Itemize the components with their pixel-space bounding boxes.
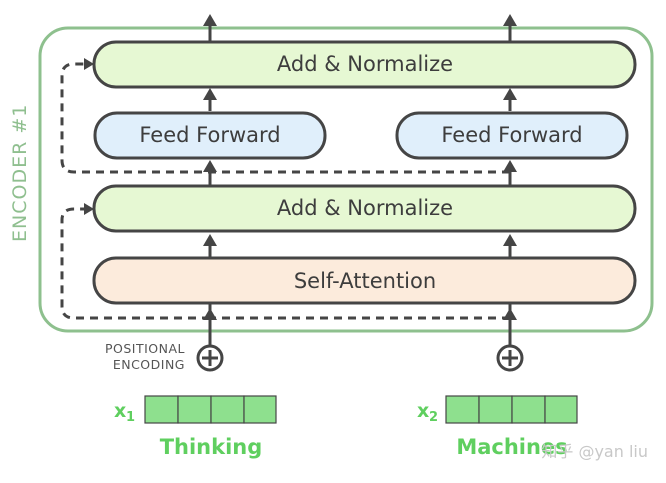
encoder-frame bbox=[38, 26, 654, 333]
positional-encoding-label-line2: ENCODING bbox=[113, 357, 185, 372]
flow-arrowheads bbox=[203, 88, 517, 320]
input-2: x 2 Machines bbox=[417, 395, 578, 459]
positional-encoding-label-line1: POSITIONAL bbox=[105, 341, 185, 356]
watermark: 知乎 @yan liu bbox=[541, 442, 648, 461]
input-1-var: x bbox=[114, 400, 126, 422]
add-positional-encoding-icon-1 bbox=[196, 344, 224, 372]
residual-connections bbox=[60, 62, 510, 320]
feed-forward-left-label: Feed Forward bbox=[139, 123, 280, 147]
input-1: x 1 Thinking bbox=[114, 395, 277, 459]
output-arrowheads bbox=[203, 14, 517, 26]
feed-forward-left-block: Feed Forward bbox=[93, 111, 327, 160]
add-normalize-top-label: Add & Normalize bbox=[277, 52, 453, 76]
add-positional-encoding-icon-2 bbox=[496, 344, 524, 372]
self-attention-block: Self-Attention bbox=[92, 256, 637, 305]
input-1-word: Thinking bbox=[160, 435, 263, 459]
residual-arrowheads bbox=[84, 58, 94, 215]
add-normalize-bottom-block: Add & Normalize bbox=[92, 184, 637, 233]
add-normalize-top-block: Add & Normalize bbox=[92, 40, 637, 89]
input-2-vector bbox=[445, 395, 578, 424]
input-1-sub: 1 bbox=[126, 410, 135, 425]
encoder-label: ENCODER #1 bbox=[9, 104, 31, 242]
self-attention-label: Self-Attention bbox=[294, 269, 436, 293]
input-1-vector bbox=[144, 395, 277, 424]
feed-forward-right-label: Feed Forward bbox=[441, 123, 582, 147]
add-normalize-bottom-label: Add & Normalize bbox=[277, 196, 453, 220]
feed-forward-right-block: Feed Forward bbox=[395, 111, 629, 160]
input-2-var: x bbox=[417, 400, 429, 422]
input-2-word: Machines bbox=[456, 435, 567, 459]
output-arrows bbox=[208, 22, 512, 42]
input-2-sub: 2 bbox=[429, 410, 438, 425]
